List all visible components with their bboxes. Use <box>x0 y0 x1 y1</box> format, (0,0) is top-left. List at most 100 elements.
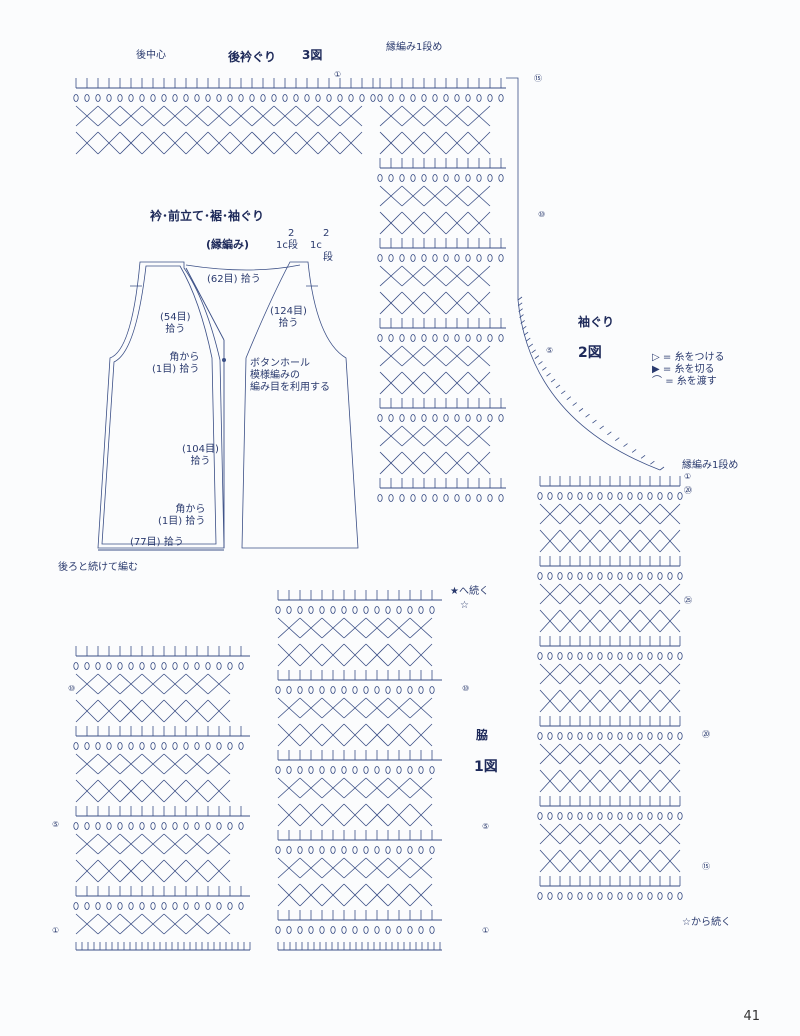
chain-loop <box>647 572 653 580</box>
v-stitch <box>629 593 641 605</box>
cross-stitch <box>295 131 319 155</box>
edge-tick <box>640 454 646 459</box>
v-stitch <box>207 683 220 695</box>
chain-loop <box>607 892 613 900</box>
chain-loop <box>657 492 663 500</box>
v-stitch <box>467 185 480 197</box>
v-stitch <box>539 833 551 845</box>
cross-stitch <box>207 131 231 155</box>
cross-stitch <box>185 859 209 883</box>
chain-loop <box>627 732 633 740</box>
v-stitch <box>365 617 378 629</box>
v-stitch <box>376 697 389 709</box>
v-stitch <box>456 345 469 357</box>
chain-loop <box>627 492 633 500</box>
chain-loop <box>205 94 211 102</box>
v-stitch <box>332 617 345 629</box>
v-stitch <box>649 833 661 845</box>
v-stitch <box>390 425 403 437</box>
chain-loop <box>410 334 416 342</box>
v-stitch <box>350 115 363 127</box>
chain-loop <box>377 414 383 422</box>
cross-stitch <box>207 699 231 723</box>
v-stitch <box>434 435 447 447</box>
v-stitch <box>152 673 165 685</box>
chain-loop <box>183 94 189 102</box>
chain-loop <box>319 686 325 694</box>
v-stitch <box>434 195 447 207</box>
chain-loop <box>454 254 460 262</box>
v-stitch <box>559 673 571 685</box>
top-marker-15: ⑮ <box>534 74 542 83</box>
chain-loop <box>95 742 101 750</box>
armhole-edge-note: 縁編み1段め <box>682 460 739 471</box>
v-stitch <box>549 503 561 515</box>
chain-loop <box>150 94 156 102</box>
v-stitch <box>639 583 651 595</box>
v-stitch <box>398 857 411 869</box>
v-stitch <box>379 105 392 117</box>
v-stitch <box>86 753 99 765</box>
v-stitch <box>207 673 220 685</box>
chain-loop <box>297 606 303 614</box>
chain-loop <box>139 902 145 910</box>
v-stitch <box>277 867 290 879</box>
cross-stitch <box>97 699 121 723</box>
chain-loop <box>498 414 504 422</box>
v-stitch <box>119 115 132 127</box>
v-stitch <box>456 195 469 207</box>
chain-loop <box>84 662 90 670</box>
cross-stitch <box>619 689 641 713</box>
v-stitch <box>412 435 425 447</box>
chain-loop <box>139 662 145 670</box>
v-stitch <box>569 823 581 835</box>
chain-loop <box>677 732 683 740</box>
chain-loop <box>421 494 427 502</box>
v-stitch <box>376 787 389 799</box>
v-stitch <box>141 923 154 935</box>
cross-stitch <box>299 803 323 827</box>
v-stitch <box>669 823 681 835</box>
cross-stitch <box>299 723 323 747</box>
v-stitch <box>97 913 110 925</box>
v-stitch <box>152 105 165 117</box>
v-stitch <box>185 105 198 117</box>
chain-loop <box>418 606 424 614</box>
v-stitch <box>420 787 433 799</box>
v-stitch <box>401 425 414 437</box>
v-stitch <box>141 913 154 925</box>
chain-loop <box>476 94 482 102</box>
v-stitch <box>163 683 176 695</box>
cross-stitch <box>163 779 187 803</box>
v-stitch <box>398 787 411 799</box>
v-stitch <box>218 923 231 935</box>
v-stitch <box>141 843 154 855</box>
v-stitch <box>354 857 367 869</box>
v-stitch <box>467 435 480 447</box>
cross-stitch <box>423 291 447 315</box>
cross-stitch <box>119 859 143 883</box>
chain-loop <box>128 902 134 910</box>
v-stitch <box>354 617 367 629</box>
v-stitch <box>130 683 143 695</box>
edge-tick <box>572 402 577 406</box>
v-stitch <box>434 265 447 277</box>
chain-loop <box>183 742 189 750</box>
schematic-title: 衿･前立て･裾･袖ぐり <box>150 209 265 223</box>
v-stitch <box>339 105 352 117</box>
chain-loop <box>657 572 663 580</box>
v-stitch <box>549 833 561 845</box>
chain-loop <box>454 174 460 182</box>
v-stitch <box>609 593 621 605</box>
edge-tick <box>659 466 665 471</box>
v-stitch <box>328 105 341 117</box>
v-stitch <box>669 673 681 685</box>
chain-loop <box>557 812 563 820</box>
chain-loop <box>150 662 156 670</box>
chain-loop <box>498 254 504 262</box>
chain-loop <box>627 572 633 580</box>
chain-loop <box>319 846 325 854</box>
cross-stitch <box>141 779 165 803</box>
chain-loop <box>587 732 593 740</box>
v-stitch <box>332 787 345 799</box>
